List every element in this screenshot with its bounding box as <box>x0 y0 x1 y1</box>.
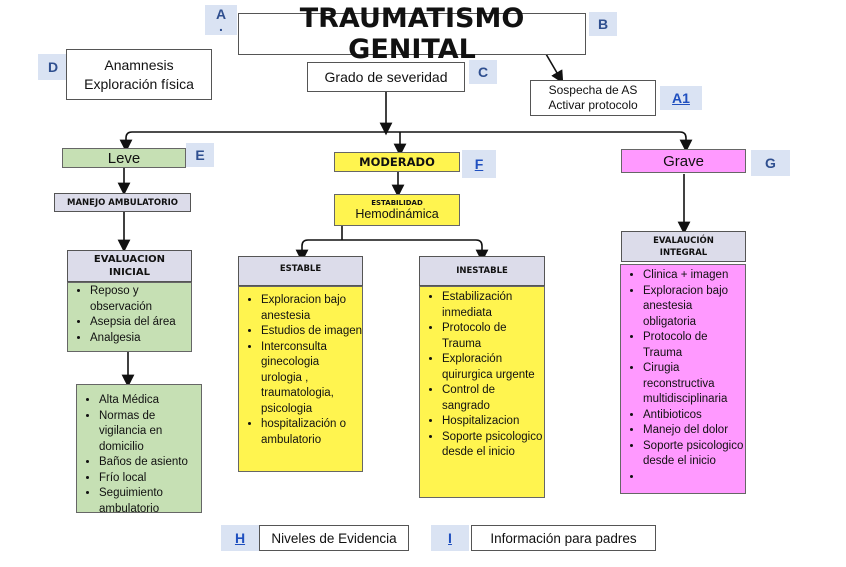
tag-d[interactable]: D <box>38 54 68 80</box>
list-item: Normas de vigilancia en domicilio <box>99 409 201 456</box>
arrow-title-to-suspicion <box>545 53 564 84</box>
list-item: Soporte psicologico desde el inicio <box>442 430 544 461</box>
leve-initial-box: Reposo y observaciónAsepsia del áreaAnal… <box>67 282 192 352</box>
list-item: Control de sangrado <box>442 383 544 414</box>
list-item: Reposo y observación <box>90 284 191 315</box>
tag-h-link[interactable]: H <box>221 525 259 551</box>
tag-b-label: B <box>597 16 609 32</box>
parents-info-button[interactable]: Información para padres <box>471 525 656 551</box>
evidence-levels-button[interactable]: Niveles de Evidencia <box>259 525 409 551</box>
estabilidad-branch <box>301 226 483 255</box>
list-item: Exploracion bajo anestesia <box>261 293 362 324</box>
inestable-header: INESTABLE <box>419 256 545 286</box>
suspicion-box: Sospecha de AS Activar protocolo <box>530 80 656 116</box>
evaluacion-inicial-header: EVALUACION INICIAL <box>67 250 192 282</box>
list-item: Analgesia <box>90 331 191 347</box>
list-item: Clinica + imagen <box>643 268 745 284</box>
tag-g[interactable]: G <box>751 150 790 176</box>
list-item: Exploracion bajo anestesia obligatoria <box>643 284 745 331</box>
estable-header: ESTABLE <box>238 256 363 286</box>
list-item: Interconsulta ginecologia urologia , tra… <box>261 340 362 418</box>
list-item: Estudios de imagen <box>261 324 362 340</box>
list-item: Alta Médica <box>99 393 201 409</box>
list-item: Soporte psicologico desde el inicio <box>643 439 745 470</box>
trunk-line <box>125 131 687 146</box>
list-item <box>643 470 745 486</box>
grave-box-list: Clinica + imagenExploracion bajo anestes… <box>620 264 746 494</box>
severity-box: Grado de severidad <box>307 62 465 92</box>
tag-a-dot: . <box>219 18 223 34</box>
list-item: Protocolo de Trauma <box>643 330 745 361</box>
list-item: Baños de asiento <box>99 455 201 471</box>
leve-followup-list: Alta MédicaNormas de vigilancia en domic… <box>77 393 201 517</box>
anamnesis-box: Anamnesis Exploración física <box>66 49 212 100</box>
inestable-list: Estabilización inmediataProtocolo de Tra… <box>420 290 544 461</box>
tag-g-label: G <box>765 155 776 171</box>
tag-a1-label: A1 <box>672 90 690 106</box>
grave-list: Clinica + imagenExploracion bajo anestes… <box>621 268 745 485</box>
list-item: Hospitalizacion <box>442 414 544 430</box>
hemodinamica-text: Hemodinámica <box>355 207 439 221</box>
list-item: Protocolo de Trauma <box>442 321 544 352</box>
moderado-box: MODERADO <box>334 152 460 172</box>
list-item: Manejo del dolor <box>643 423 745 439</box>
list-item: Asepsia del área <box>90 315 191 331</box>
tag-a-label: A <box>215 6 227 22</box>
inestable-box: Estabilización inmediataProtocolo de Tra… <box>419 286 545 498</box>
tag-e[interactable]: E <box>186 143 214 167</box>
list-item: Frío local <box>99 471 201 487</box>
estabilidad-title: ESTABILIDAD <box>371 199 423 207</box>
list-item: Seguimiento ambulatorio <box>99 486 201 517</box>
estable-list: Exploracion bajo anestesiaEstudios de im… <box>239 293 362 448</box>
tag-d-label: D <box>47 59 59 75</box>
anamnesis-text: Anamnesis <box>104 56 174 73</box>
tag-i-label: I <box>448 530 452 546</box>
exploracion-text: Exploración física <box>84 75 194 92</box>
leve-initial-list: Reposo y observaciónAsepsia del áreaAnal… <box>68 284 191 346</box>
tag-e-label: E <box>195 147 205 163</box>
list-item: Antibioticos <box>643 408 745 424</box>
tag-f-link[interactable]: F <box>462 150 496 178</box>
tag-b[interactable]: B <box>589 12 617 36</box>
tag-f-label: F <box>474 156 484 172</box>
estabilidad-box: ESTABILIDAD Hemodinámica <box>334 194 460 226</box>
grave-box: Grave <box>621 149 746 173</box>
list-item: Estabilización inmediata <box>442 290 544 321</box>
tag-c[interactable]: C <box>469 60 497 84</box>
evaluacion-integral-header: EVALAUCIÓN INTEGRAL <box>621 231 746 262</box>
list-item: Cirugia reconstructiva multidisciplinari… <box>643 361 745 408</box>
tag-a[interactable]: A . <box>205 5 237 35</box>
tag-h-label: H <box>234 530 246 546</box>
activate-protocol-text: Activar protocolo <box>548 98 638 112</box>
leve-followup-box: Alta MédicaNormas de vigilancia en domic… <box>76 384 202 515</box>
manejo-ambulatorio-header: MANEJO AMBULATORIO <box>54 193 191 212</box>
tag-c-label: C <box>477 64 489 80</box>
tag-a1-link[interactable]: A1 <box>660 86 702 110</box>
list-item: hospitalización o ambulatorio <box>261 417 362 448</box>
leve-box: Leve <box>62 148 186 168</box>
list-item: Exploración quirurgica urgente <box>442 352 544 383</box>
page-title: TRAUMATISMO GENITAL <box>238 3 586 65</box>
estable-box: Exploracion bajo anestesiaEstudios de im… <box>238 286 363 472</box>
suspicion-text: Sospecha de AS <box>548 83 638 97</box>
tag-i-link[interactable]: I <box>431 525 469 551</box>
